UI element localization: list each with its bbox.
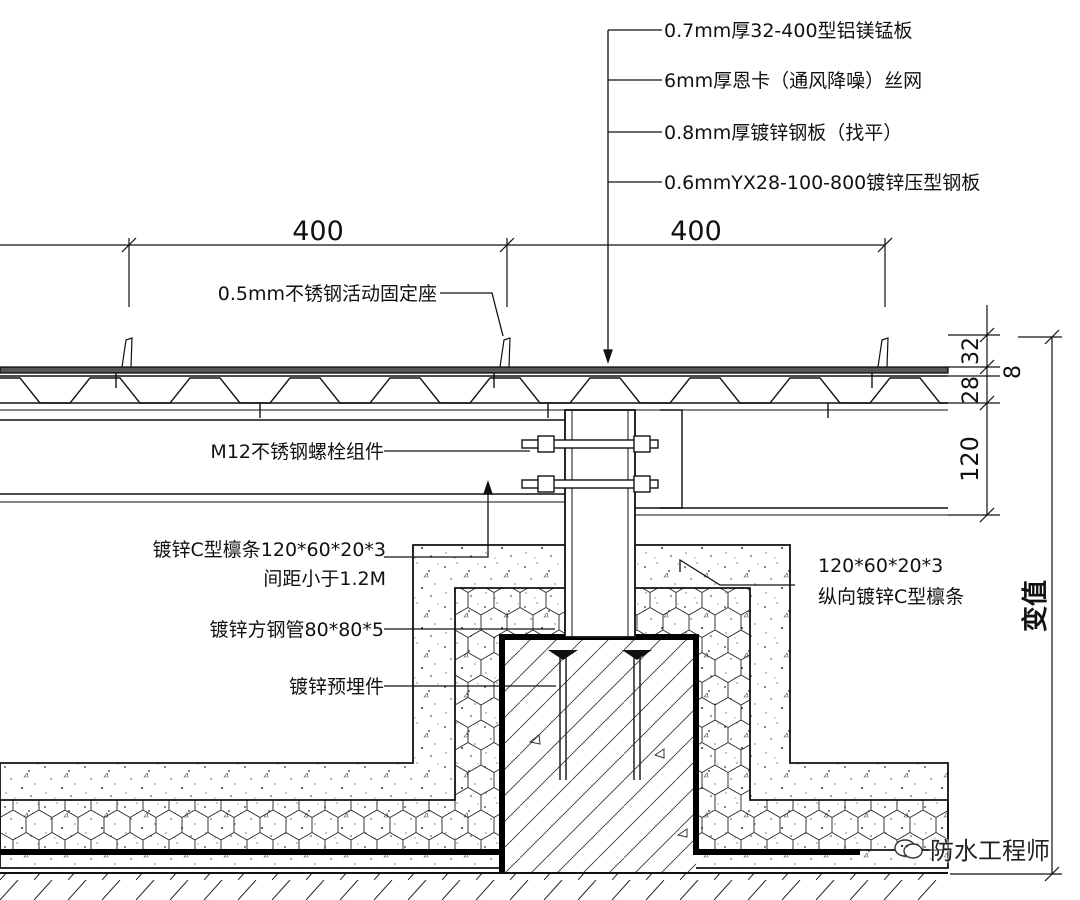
- watermark: 防水工程师: [894, 831, 1050, 866]
- pier: [0, 622, 860, 873]
- clip-label: 0.5mm不锈钢活动固定座: [218, 283, 437, 305]
- dim-variable: 变值: [1020, 580, 1051, 632]
- layer-label-2: 6mm厚恩卡（通风降噪）丝网: [664, 70, 922, 92]
- wechat-icon: [894, 838, 923, 859]
- layer-label-4: 0.6mmYX28-100-800镀锌压型钢板: [664, 172, 980, 194]
- purlin: [0, 402, 948, 516]
- purlin-label-line2: 间距小于1.2M: [263, 568, 386, 590]
- long-purlin-label-line1: 120*60*20*3: [818, 555, 943, 577]
- insulation-layer: [0, 587, 949, 851]
- dim-32: 32: [959, 337, 984, 365]
- bolt-assembly: [521, 435, 659, 493]
- dim-8: 8: [1001, 365, 1026, 379]
- dimension-lines: [0, 237, 1062, 882]
- layer-label-1: 0.7mm厚32-400型铝镁锰板: [664, 20, 913, 42]
- tube-label: 镀锌方钢管80*80*5: [210, 619, 384, 641]
- leader-lines: [384, 29, 795, 687]
- layer-label-3: 0.8mm厚镀锌钢板（找平）: [664, 122, 902, 144]
- long-purlin-label-line2: 纵向镀锌C型檩条: [818, 586, 964, 608]
- dim-span-left: 400: [292, 216, 344, 247]
- earth-hatch: [0, 872, 948, 900]
- purlin-label-line1: 镀锌C型檩条120*60*20*3: [153, 539, 386, 561]
- bolt-label: M12不锈钢螺栓组件: [210, 441, 384, 463]
- watermark-text: 防水工程师: [930, 837, 1050, 865]
- dim-120: 120: [956, 436, 984, 482]
- embed-label: 镀锌预埋件: [289, 676, 384, 698]
- dim-28: 28: [959, 376, 984, 404]
- roof-sheets: [0, 337, 949, 418]
- dim-span-right: 400: [670, 216, 722, 247]
